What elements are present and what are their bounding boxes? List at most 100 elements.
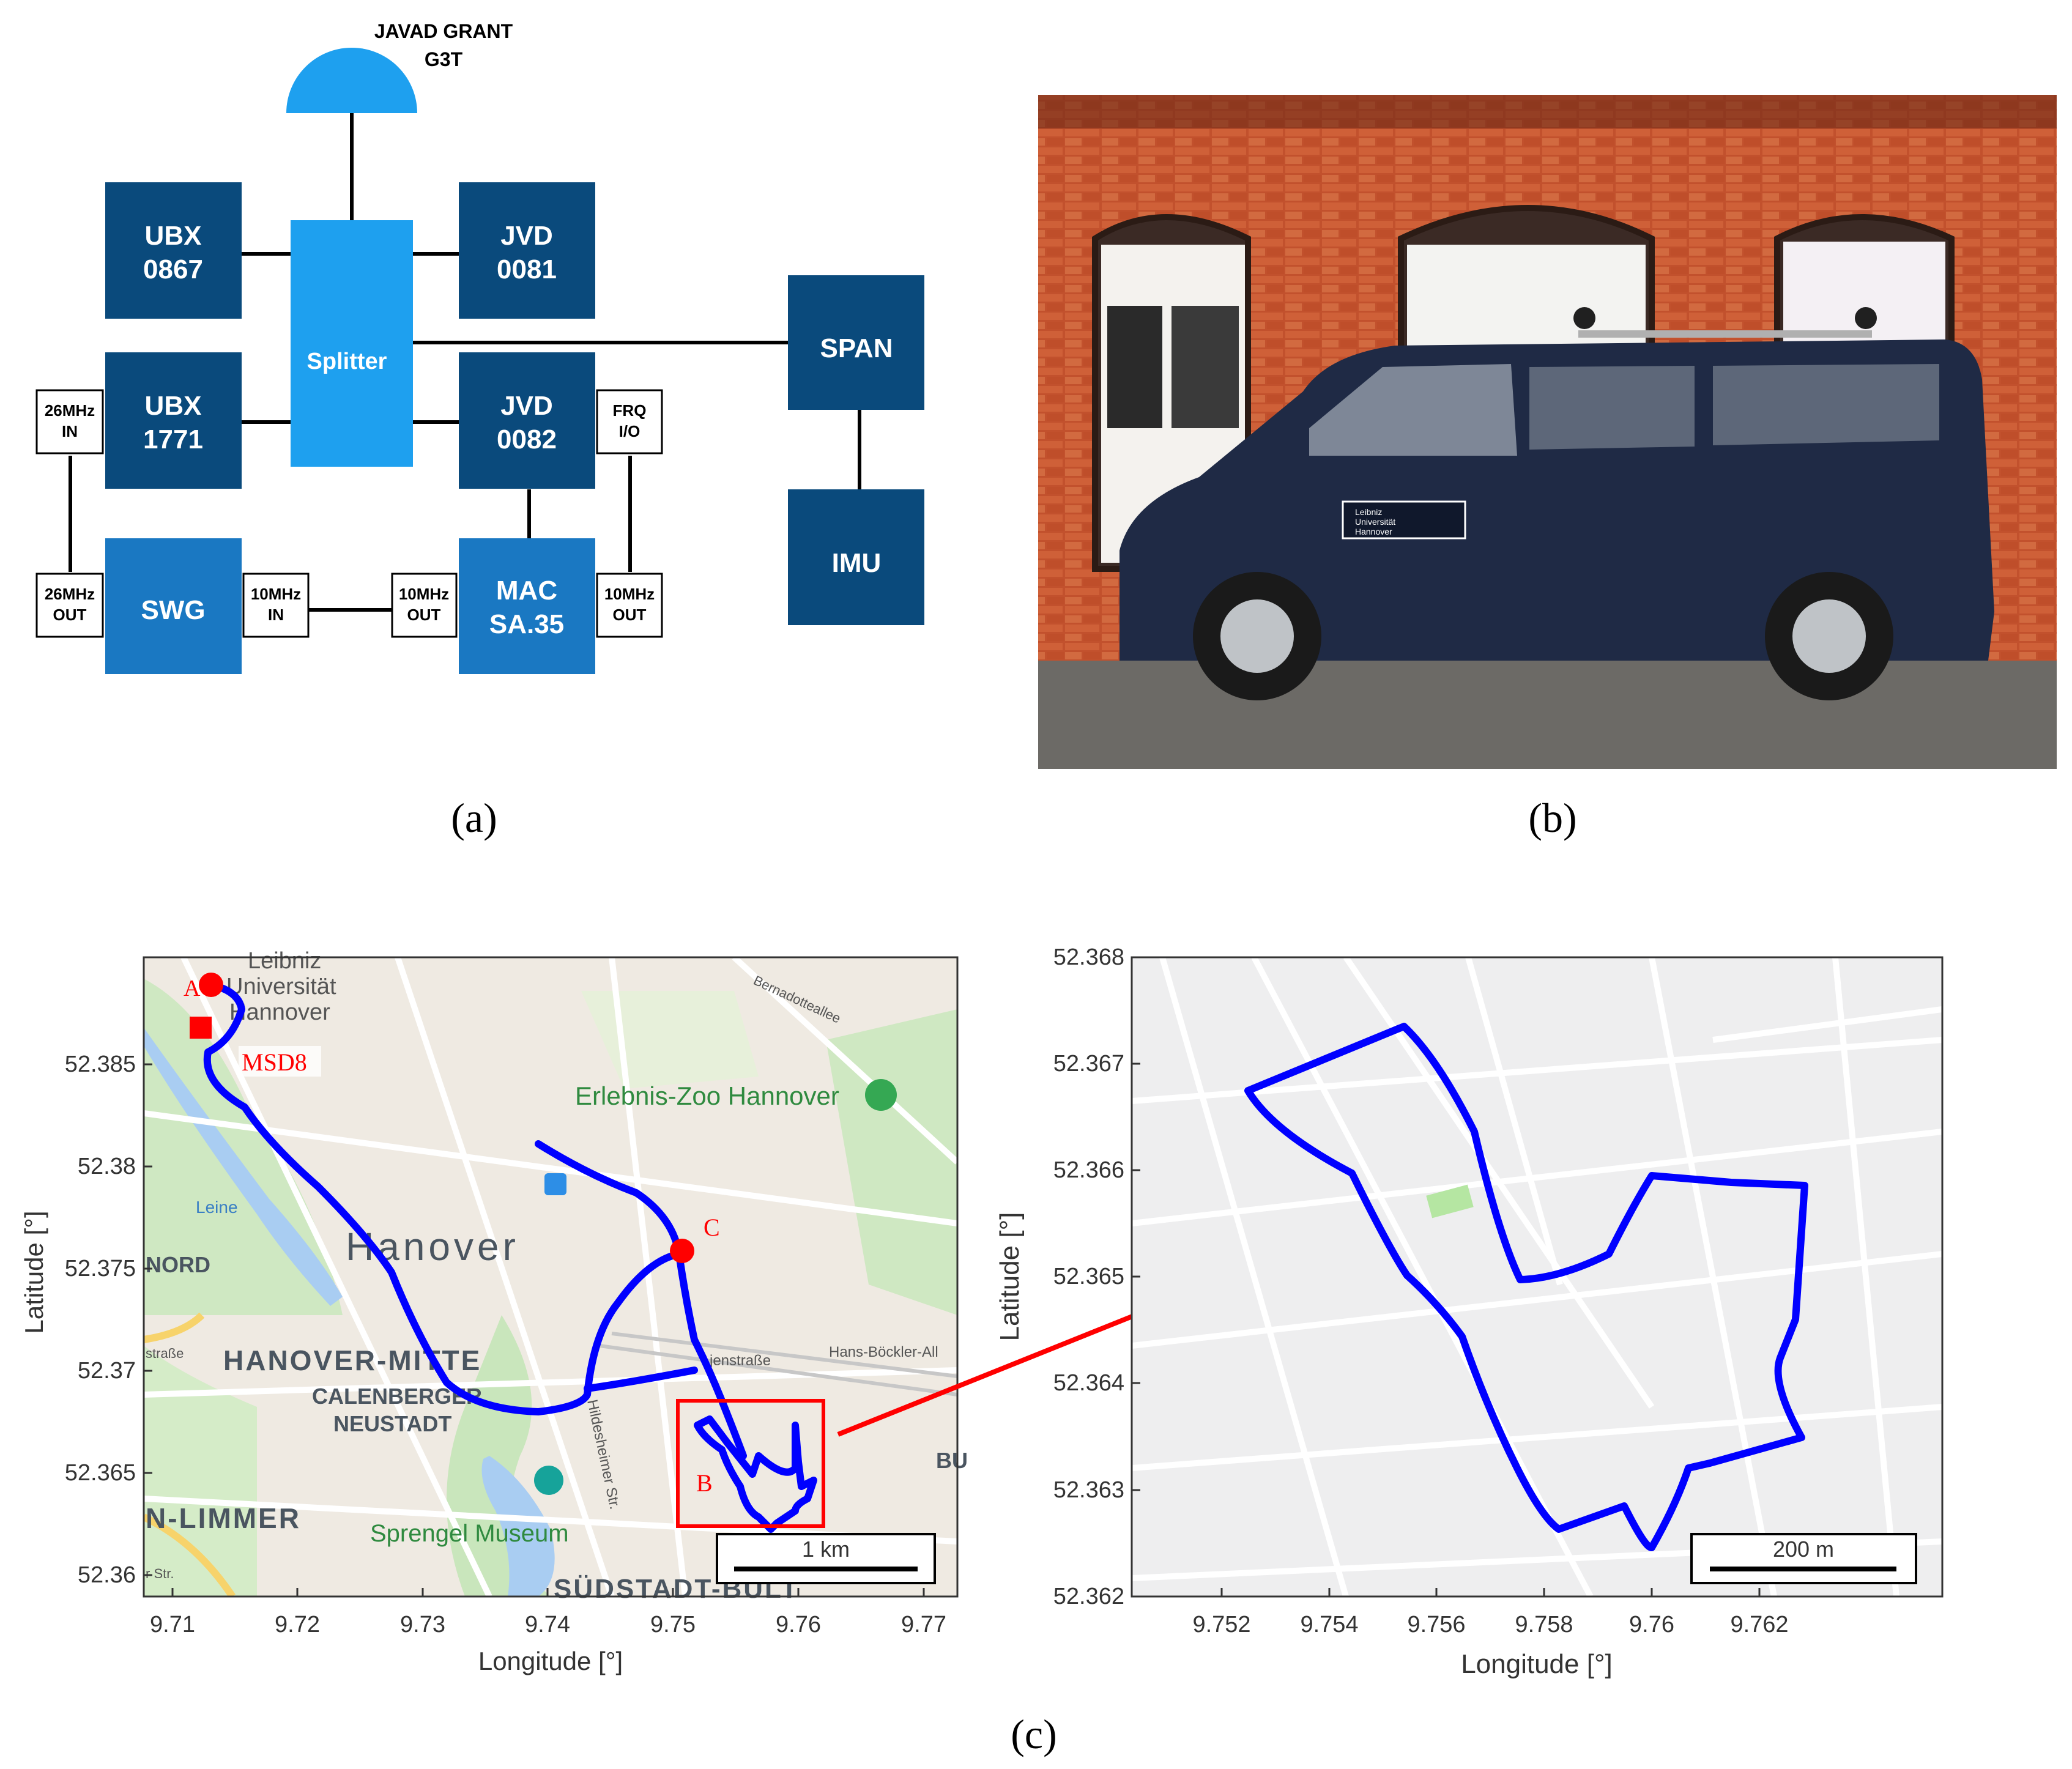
left-ytick-0: 52.385 — [65, 1051, 136, 1077]
ubx0867-box — [105, 182, 242, 319]
right-xlabel: Longitude [°] — [1461, 1649, 1613, 1679]
mac-line2: SA.35 — [489, 609, 564, 639]
left-ytick-5: 52.36 — [78, 1562, 136, 1588]
left-y-ticks — [144, 1063, 152, 1576]
museum-icon — [534, 1466, 563, 1495]
panel-b-photo: Leibniz Universität Hannover (b) — [1038, 95, 2057, 841]
van-illustration: Leibniz Universität Hannover — [1120, 307, 1994, 700]
marker-c-label: C — [704, 1214, 720, 1241]
marker-msd8-square — [190, 1017, 212, 1039]
right-ytick-1: 52.367 — [1053, 1051, 1124, 1077]
port-boxes — [35, 389, 663, 638]
right-xtick-4: 9.76 — [1629, 1612, 1674, 1637]
map-label-nord: NORD — [146, 1252, 210, 1277]
marker-c-dot — [670, 1239, 694, 1263]
panel-c-right-map: 200 m 9.752 9.754 9.756 9.758 9.76 9.762… — [995, 944, 1944, 1679]
small-park — [1426, 1184, 1474, 1218]
van-sign-line2: Universität — [1355, 517, 1395, 527]
right-ytick-6: 52.362 — [1053, 1584, 1124, 1609]
right-ytick-3: 52.365 — [1053, 1264, 1124, 1289]
ubx0867-line1: UBX — [145, 221, 202, 251]
left-ytick-1: 52.38 — [78, 1154, 136, 1179]
caption-a: (a) — [451, 795, 497, 841]
building-windows — [1092, 205, 1955, 572]
ubx1771-box — [105, 352, 242, 489]
jvd0081-box — [459, 182, 595, 319]
map-label-sprengel: Sprengel Museum — [370, 1520, 569, 1547]
frq-line2: I/O — [619, 422, 641, 440]
right-xtick-3: 9.758 — [1515, 1612, 1573, 1637]
diagram-connectors — [69, 113, 861, 612]
in26-line2: IN — [62, 422, 78, 440]
span-box — [788, 275, 924, 410]
out10-left-line1: 10MHz — [399, 585, 449, 603]
out10-right-line2: OUT — [613, 606, 647, 624]
map-label-zoo: Erlebnis-Zoo Hannover — [575, 1081, 839, 1110]
map-label-leibniz2: Universität — [226, 974, 336, 999]
left-xtick-0: 9.71 — [150, 1612, 195, 1637]
frq-line1: FRQ — [613, 401, 647, 420]
train-station-icon — [544, 1173, 566, 1195]
left-xtick-1: 9.72 — [275, 1612, 320, 1637]
mac-line1: MAC — [496, 576, 557, 606]
out10-left-line2: OUT — [407, 606, 441, 624]
out26-line1: 26MHz — [45, 585, 95, 603]
left-xtick-3: 9.74 — [525, 1612, 570, 1637]
right-xtick-0: 9.752 — [1192, 1612, 1250, 1637]
map-label-hans: Hans-Böckler-All — [829, 1344, 938, 1360]
map-label-strasse: straße — [146, 1346, 184, 1361]
left-xlabel: Longitude [°] — [478, 1647, 623, 1675]
right-ytick-4: 52.364 — [1053, 1370, 1124, 1396]
antenna-label-1: JAVAD GRANT — [374, 20, 513, 42]
marker-msd8-bg — [239, 1046, 321, 1077]
map-label-bult: BU — [936, 1448, 968, 1473]
right-xtick-2: 9.756 — [1407, 1612, 1465, 1637]
imu-box — [788, 489, 924, 625]
map-label-calenberger2: NEUSTADT — [333, 1411, 451, 1436]
splitter-label: Splitter — [307, 349, 387, 374]
left-scalebar-box — [716, 1533, 936, 1584]
map-label-leibniz1: Leibniz — [248, 948, 321, 974]
caption-b: (b) — [1528, 795, 1576, 841]
map-label-limmer: N-LIMMER — [146, 1502, 301, 1534]
antenna-icon — [286, 48, 417, 113]
map-label-jenstrasse: jenstraße — [709, 1352, 771, 1369]
ubx0867-line2: 0867 — [143, 254, 203, 284]
zoomed-route-track — [1244, 1023, 1808, 1551]
right-ytick-2: 52.366 — [1053, 1157, 1124, 1183]
map-label-leine: Leine — [196, 1198, 238, 1217]
map-label-str: r Str. — [146, 1566, 174, 1581]
ubx1771-line2: 1771 — [143, 425, 203, 454]
marker-b-label: B — [696, 1469, 713, 1497]
left-axes-frame — [143, 956, 959, 1598]
ubx1771-line1: UBX — [145, 391, 202, 421]
left-ytick-3: 52.37 — [78, 1358, 136, 1384]
jvd0081-line1: JVD — [500, 221, 553, 251]
right-ytick-0: 52.368 — [1053, 944, 1124, 970]
right-x-ticks — [1220, 1588, 1761, 1597]
in10-line1: 10MHz — [251, 585, 301, 603]
marker-a-label: A — [184, 976, 201, 1001]
van-sign-line1: Leibniz — [1355, 507, 1382, 517]
mac-box — [459, 538, 595, 674]
left-xtick-4: 9.75 — [650, 1612, 696, 1637]
jvd0081-line2: 0081 — [497, 254, 557, 284]
right-xtick-1: 9.754 — [1300, 1612, 1358, 1637]
left-scalebar-label: 1 km — [802, 1537, 850, 1562]
left-ytick-2: 52.375 — [65, 1256, 136, 1281]
caption-c: (c) — [1011, 1711, 1056, 1757]
out26-line2: OUT — [53, 606, 87, 624]
span-label: SPAN — [820, 333, 893, 363]
swg-label: SWG — [141, 595, 205, 625]
right-scalebar-box — [1690, 1533, 1917, 1584]
out10-right-line1: 10MHz — [604, 585, 655, 603]
left-ytick-4: 52.365 — [65, 1460, 136, 1486]
left-xtick-2: 9.73 — [400, 1612, 445, 1637]
splitter-box — [291, 220, 413, 467]
van-sign-line3: Hannover — [1355, 527, 1392, 536]
jvd0082-box — [459, 352, 595, 489]
jvd0082-line1: JVD — [500, 391, 553, 421]
right-scalebar-label: 200 m — [1773, 1537, 1834, 1562]
marker-msd8-label: MSD8 — [242, 1048, 307, 1076]
map-label-leibniz3: Hannover — [229, 999, 330, 1025]
